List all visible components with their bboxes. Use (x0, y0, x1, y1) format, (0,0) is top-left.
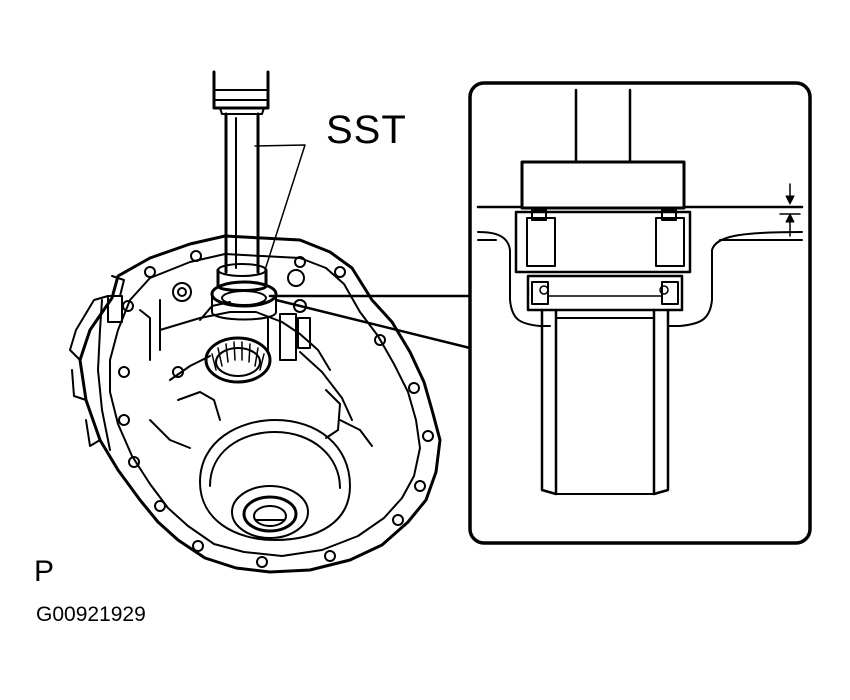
sst-tool (212, 70, 270, 292)
figure-code: G00921929 (36, 603, 146, 626)
transaxle-case (69, 234, 442, 574)
view-letter: P (34, 555, 55, 588)
bearing-in-case (210, 280, 278, 321)
sst-leader-lines (254, 144, 306, 271)
detail-callout-connector (268, 294, 472, 350)
detail-inset (468, 81, 812, 545)
sst-label: SST (326, 108, 407, 152)
